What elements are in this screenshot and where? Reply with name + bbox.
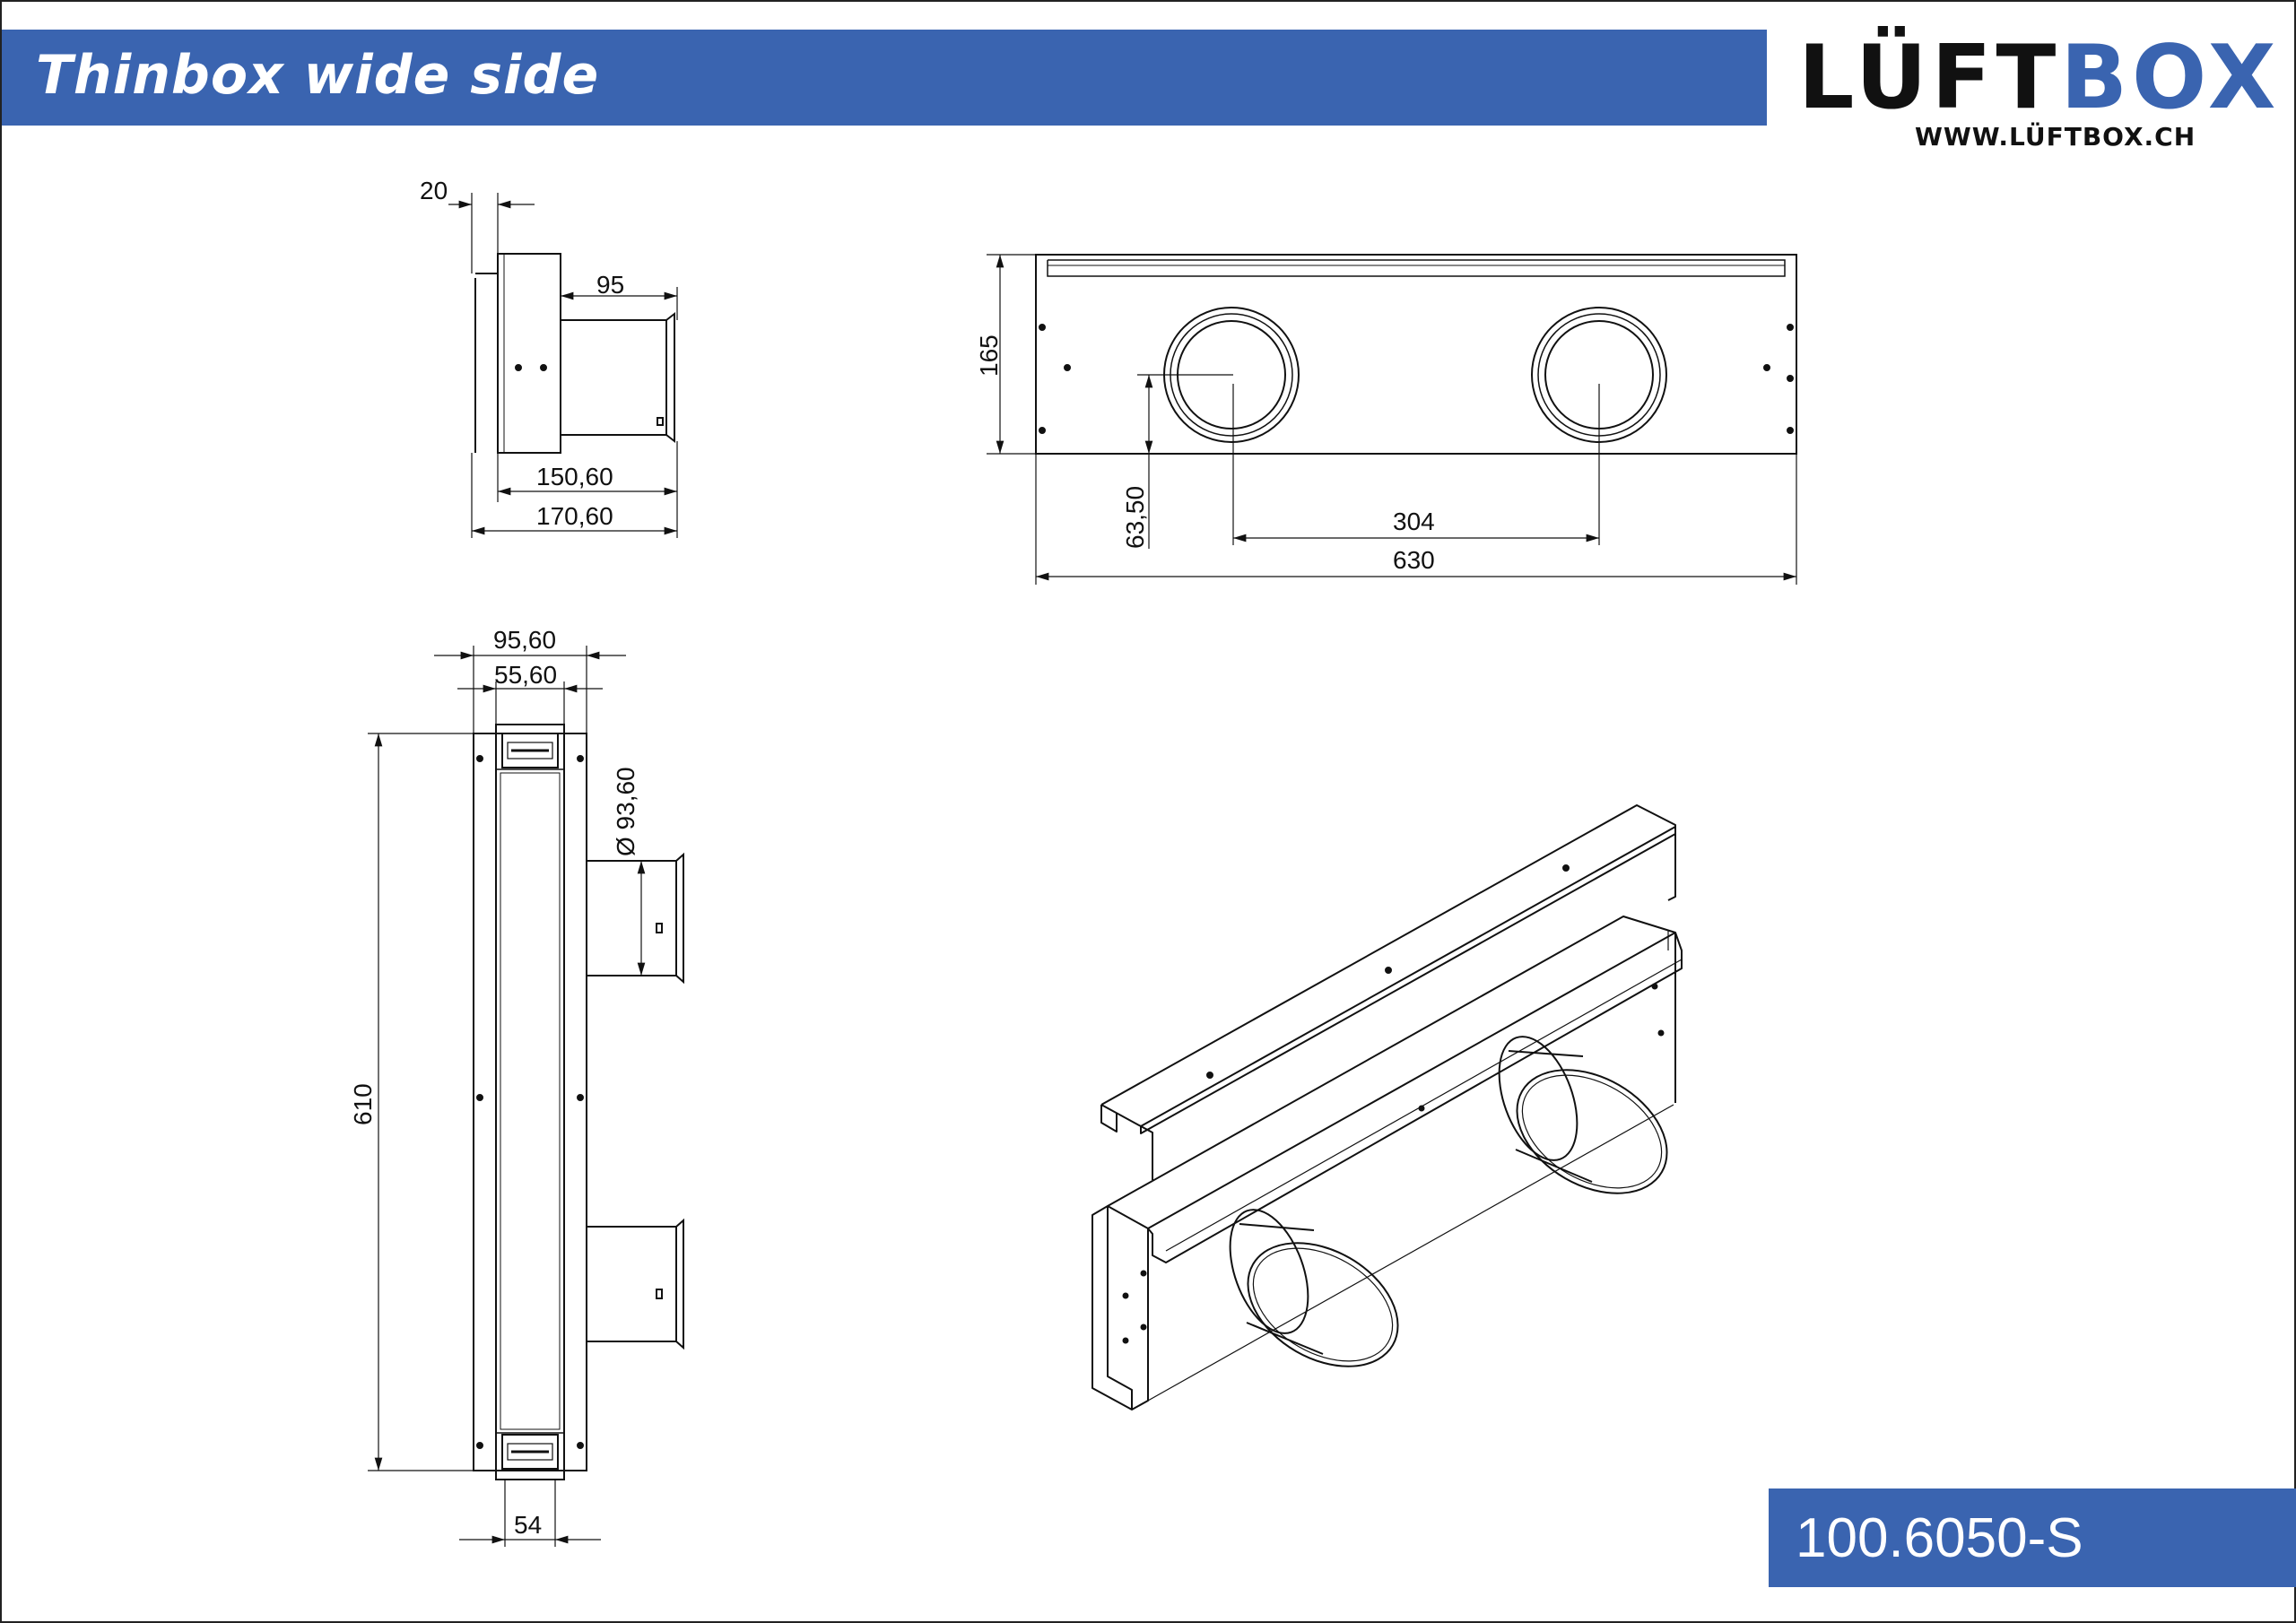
brand-logo: LÜFTBOX WWW.LÜFTBOX.CH [1798, 34, 2283, 152]
iso-spigot-1-face [1247, 1242, 1399, 1367]
article-number-box: 100.6050-S [1769, 1488, 2296, 1587]
article-number: 100.6050-S [1796, 1507, 2083, 1569]
dim-diameter: Ø 93,60 [612, 767, 639, 856]
dim-body-depth: 150,60 [536, 463, 613, 490]
page-title: Thinbox wide side [36, 44, 600, 107]
dim-bottom-width: 54 [514, 1511, 542, 1539]
dim-pipe-spacing: 304 [1393, 508, 1435, 535]
isometric-view [1091, 804, 1683, 1410]
bottom-end-cap [501, 1434, 559, 1470]
dim-pipe-length: 95 [596, 271, 624, 299]
dim-height: 165 [975, 334, 1003, 377]
iso-lid [1100, 804, 1676, 1106]
dim-outer-width: 95,60 [493, 626, 556, 654]
top-spigot-1 [586, 860, 677, 976]
dim-inner-width: 55,60 [494, 661, 557, 689]
top-spigot-2 [586, 1226, 677, 1342]
dim-total-depth: 170,60 [536, 502, 613, 530]
dim-flange: 20 [420, 177, 448, 204]
front-panel [1035, 254, 1797, 455]
dim-width: 630 [1393, 546, 1435, 574]
side-pipe [560, 319, 667, 436]
logo-url: WWW.LÜFTBOX.CH [1915, 122, 2196, 152]
logo-wordmark: LÜFTBOX [1798, 34, 2280, 122]
top-end-cap [501, 733, 559, 768]
title-bar: Thinbox wide side [2, 30, 1767, 126]
iso-body-end [1091, 1205, 1149, 1410]
top-body [495, 724, 565, 1480]
iso-spigot-2-face [1516, 1069, 1668, 1194]
top-view [368, 646, 684, 1547]
logo-part-blue: BOX [2060, 27, 2281, 129]
side-body [497, 253, 561, 454]
dim-length: 610 [349, 1083, 377, 1125]
iso-spigot-2-back [1498, 1036, 1578, 1161]
dim-axis-height: 63,50 [1121, 486, 1149, 549]
top-outer-frame [473, 733, 587, 1471]
side-view [448, 193, 678, 538]
logo-part-dark: LÜFT [1798, 27, 2061, 129]
iso-spigot-1-back [1229, 1209, 1309, 1334]
front-view [987, 254, 1797, 585]
